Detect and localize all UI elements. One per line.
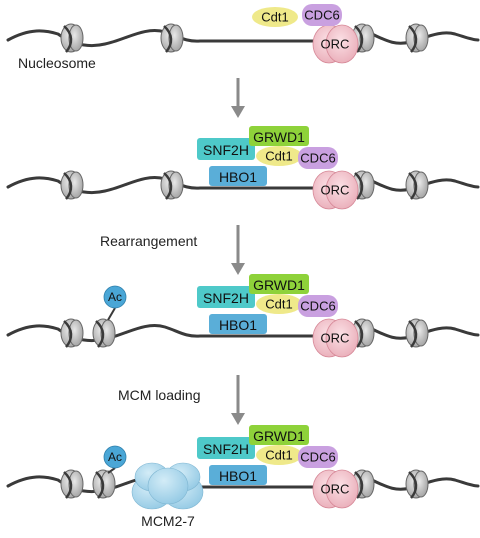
hbo1-protein-label: HBO1 xyxy=(219,169,257,185)
acetyl-mark: Ac xyxy=(103,445,127,474)
grwd1-protein: GRWD1 xyxy=(249,274,309,294)
ac-label: Ac xyxy=(108,450,122,464)
grwd1-protein-label: GRWD1 xyxy=(253,129,305,145)
orc-complex: ORC xyxy=(312,318,359,358)
hbo1-protein-label: HBO1 xyxy=(219,468,257,484)
nucleosome-icon xyxy=(160,23,184,53)
rearrangement-label: Rearrangement xyxy=(100,233,197,249)
hbo1-protein: HBO1 xyxy=(209,314,267,334)
cdt1-label: Cdt1 xyxy=(261,10,288,25)
nucleosome-icon xyxy=(160,170,184,200)
down-arrow xyxy=(231,225,245,275)
nucleosome-icon xyxy=(60,318,84,348)
orc-label: ORC xyxy=(321,37,350,52)
nucleosome-icon xyxy=(405,23,429,53)
snf2h-protein-label: SNF2H xyxy=(203,441,249,457)
nucleosome-icon xyxy=(92,469,116,499)
hbo1-protein: HBO1 xyxy=(209,166,267,186)
snf2h-protein: SNF2H xyxy=(197,138,255,160)
ac-label: Ac xyxy=(108,290,122,304)
orc-label: ORC xyxy=(321,482,350,497)
acetyl-mark: Ac xyxy=(103,285,127,321)
hbo1-protein: HBO1 xyxy=(209,465,267,485)
cdc6-protein: CDC6 xyxy=(298,147,338,169)
cdc6-protein: CDC6 xyxy=(302,4,342,26)
orc-complex: ORC xyxy=(312,170,359,210)
cdc6-protein: CDC6 xyxy=(298,295,338,317)
mcm2-7-complex xyxy=(131,462,204,510)
cdc6-label: CDC6 xyxy=(300,299,335,314)
grwd1-protein-label: GRWD1 xyxy=(253,277,305,293)
cdt1-protein: Cdt1 xyxy=(256,146,302,166)
cdt1-protein: Cdt1 xyxy=(256,445,302,465)
nucleosome-icon xyxy=(60,23,84,53)
snf2h-protein-label: SNF2H xyxy=(203,142,249,158)
cdc6-label: CDC6 xyxy=(304,8,339,23)
cdc6-label: CDC6 xyxy=(300,450,335,465)
hbo1-protein-label: HBO1 xyxy=(219,317,257,333)
cdt1-label: Cdt1 xyxy=(265,448,292,463)
down-arrow xyxy=(231,78,245,118)
cdc6-label: CDC6 xyxy=(300,151,335,166)
orc-complex: ORC xyxy=(312,469,359,509)
nucleosome-label: Nucleosome xyxy=(18,55,96,71)
orc-complex: ORC xyxy=(312,24,359,64)
cdt1-protein: Cdt1 xyxy=(256,294,302,314)
cdt1-label: Cdt1 xyxy=(265,149,292,164)
nucleosome-icon xyxy=(92,318,116,348)
grwd1-protein: GRWD1 xyxy=(249,126,309,146)
nucleosome-icon xyxy=(60,170,84,200)
grwd1-protein-label: GRWD1 xyxy=(253,428,305,444)
mcm-loading-label: MCM loading xyxy=(118,387,200,403)
orc-label: ORC xyxy=(321,183,350,198)
cdt1-protein: Cdt1 xyxy=(252,7,298,27)
snf2h-protein: SNF2H xyxy=(197,437,255,459)
nucleosome-icon xyxy=(405,469,429,499)
nucleosome-icon xyxy=(405,170,429,200)
snf2h-protein: SNF2H xyxy=(197,286,255,308)
nucleosome-icon xyxy=(405,318,429,348)
nucleosome-icon xyxy=(60,469,84,499)
cdt1-label: Cdt1 xyxy=(265,297,292,312)
down-arrow xyxy=(231,375,245,425)
grwd1-protein: GRWD1 xyxy=(249,425,309,445)
cdc6-protein: CDC6 xyxy=(298,446,338,468)
orc-label: ORC xyxy=(321,331,350,346)
snf2h-protein-label: SNF2H xyxy=(203,290,249,306)
mcm2-7-label: MCM2-7 xyxy=(141,513,195,529)
